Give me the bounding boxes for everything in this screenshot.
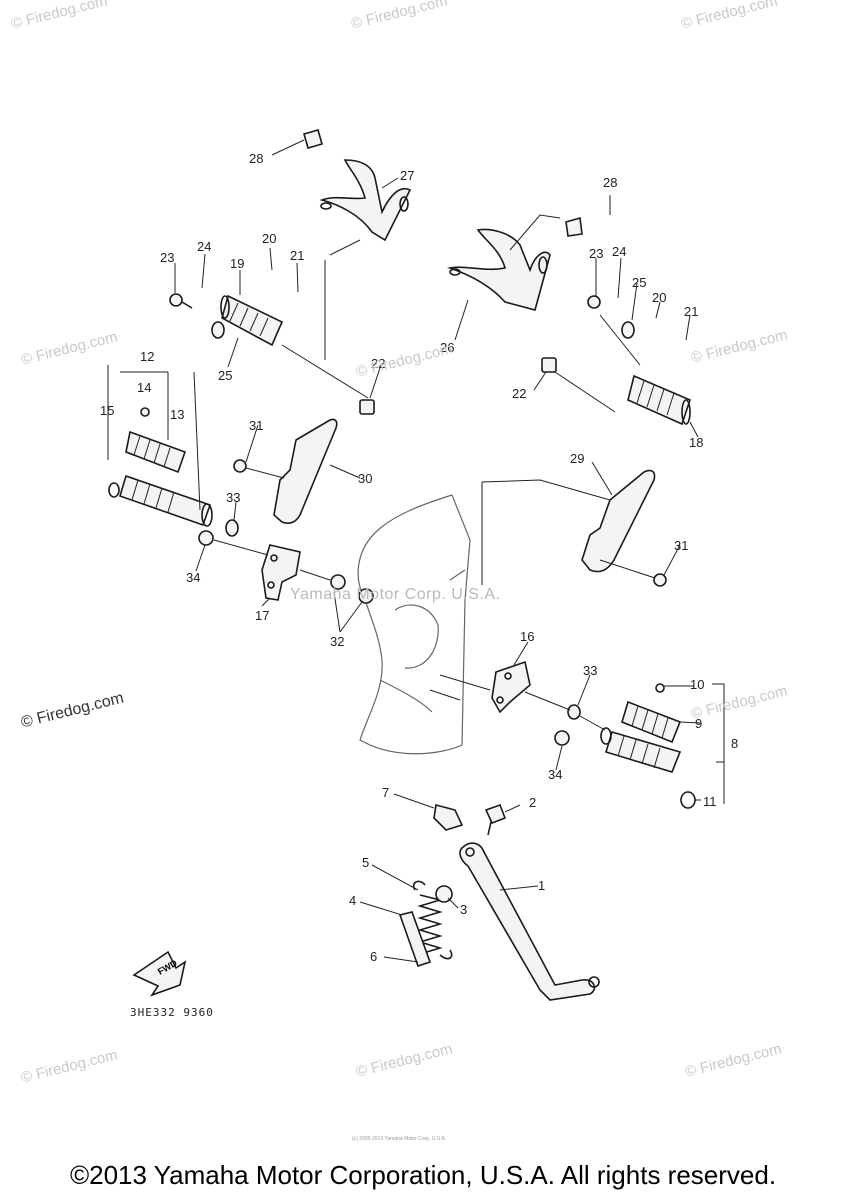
- label-33-right: 33: [583, 663, 597, 678]
- bracket-26: [446, 228, 551, 311]
- bushing-22-left: [359, 399, 375, 415]
- watermark-yamaha-corp: Yamaha Motor Corp. U.S.A.: [290, 586, 501, 603]
- footrest-18: [627, 374, 691, 426]
- label-7: 7: [382, 785, 389, 800]
- sidestand-1: [459, 842, 600, 1001]
- bolt-28-right: [565, 216, 583, 237]
- tiny-copyright-notice: (c) 2005-2013 Yamaha Motor Corp, U.S.A.: [352, 1136, 447, 1142]
- label-leaders: [107, 139, 725, 963]
- label-32: 32: [330, 634, 344, 649]
- footrest-9: [621, 700, 682, 744]
- label-2: 2: [529, 795, 536, 810]
- label-23-right: 23: [589, 246, 603, 261]
- label-34-left: 34: [186, 570, 200, 585]
- label-20-left: 20: [262, 231, 276, 246]
- spring-6: [398, 911, 432, 968]
- front-direction-arrow: FWD: [132, 950, 187, 997]
- bracket-16: [491, 660, 531, 714]
- label-1: 1: [538, 878, 545, 893]
- label-23-left: 23: [160, 250, 174, 265]
- label-29: 29: [570, 451, 584, 466]
- pin-23-right: [587, 295, 601, 309]
- footrest-19: [220, 294, 284, 347]
- bushing-22-right: [541, 357, 557, 373]
- bolt-28-left: [303, 129, 323, 149]
- label-6: 6: [370, 949, 377, 964]
- label-33-left: 33: [226, 490, 240, 505]
- bracket-27: [319, 159, 412, 242]
- bolt-2: [484, 803, 507, 836]
- label-18: 18: [689, 435, 703, 450]
- center-lines: [213, 214, 656, 731]
- label-34-right: 34: [548, 767, 562, 782]
- label-24-left: 24: [197, 239, 211, 254]
- label-3: 3: [460, 902, 467, 917]
- label-13: 13: [170, 407, 184, 422]
- footrest-assembly-8: [600, 727, 696, 809]
- frame-outline: [357, 494, 471, 755]
- label-28-left: 28: [249, 151, 263, 166]
- label-4: 4: [349, 893, 356, 908]
- label-12: 12: [140, 349, 154, 364]
- pin-23-left: [169, 293, 193, 309]
- label-30: 30: [358, 471, 372, 486]
- heel-guard-30: [273, 418, 338, 524]
- label-17: 17: [255, 608, 269, 623]
- label-15: 15: [100, 403, 114, 418]
- label-10: 10: [690, 677, 704, 692]
- label-22-left: 22: [371, 356, 385, 371]
- label-21-left: 21: [290, 248, 304, 263]
- label-5: 5: [362, 855, 369, 870]
- label-28-right: 28: [603, 175, 617, 190]
- label-24-right: 24: [612, 244, 626, 259]
- label-8: 8: [731, 736, 738, 751]
- copyright-footer: ©2013 Yamaha Motor Corporation, U.S.A. A…: [69, 1160, 777, 1190]
- bolts-31-32-33-34: [140, 407, 667, 746]
- label-27: 27: [400, 168, 414, 183]
- label-26: 26: [440, 340, 454, 355]
- label-25-left: 25: [218, 368, 232, 383]
- washer-25-right: [621, 321, 635, 339]
- washer-25-left: [211, 321, 225, 339]
- label-16: 16: [520, 629, 534, 644]
- label-19: 19: [230, 256, 244, 271]
- label-21-right: 21: [684, 304, 698, 319]
- footrest-13: [125, 430, 187, 474]
- label-31-left: 31: [249, 418, 263, 433]
- label-31-right: 31: [674, 538, 688, 553]
- label-11: 11: [703, 794, 717, 809]
- label-20-right: 20: [652, 290, 666, 305]
- diagram-code: 3HE332 9360: [130, 1006, 214, 1019]
- part-number-labels: 28 27 28 20 24 23 19 21 23 24 25 20 21 2…: [100, 151, 738, 964]
- bracket-17: [261, 544, 301, 601]
- heel-guard-29: [581, 469, 656, 573]
- footrest-assembly-12: [108, 474, 213, 527]
- label-22-right: 22: [512, 386, 526, 401]
- label-25-right: 25: [632, 275, 646, 290]
- label-9: 9: [695, 716, 702, 731]
- plate-7: [433, 804, 464, 831]
- label-14: 14: [137, 380, 151, 395]
